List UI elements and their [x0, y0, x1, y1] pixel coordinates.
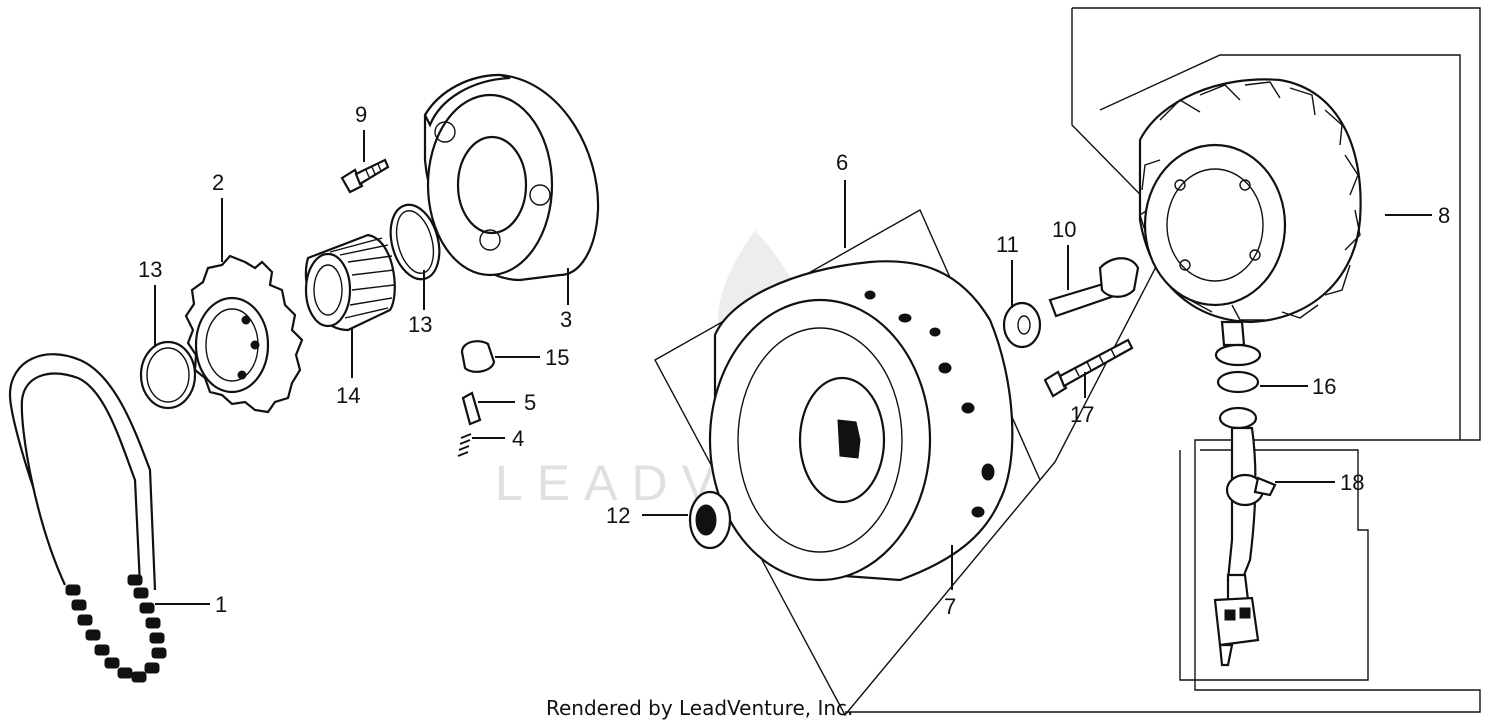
stator-recess-outline	[1099, 54, 1461, 440]
callout-6: 6	[836, 150, 848, 175]
callout-4: 4	[512, 426, 524, 451]
rotor-bolt	[1048, 257, 1140, 318]
callout-3: 3	[560, 307, 572, 332]
callout-7: 7	[944, 594, 956, 619]
callout-14: 14	[336, 383, 360, 408]
wire-clamp	[1225, 473, 1277, 507]
stator-bolt	[1043, 338, 1134, 398]
roller-cap	[460, 340, 496, 373]
starter-clutch	[423, 73, 600, 282]
callout-13-left: 13	[138, 257, 162, 282]
stator-assembly-outline	[845, 7, 1481, 713]
sprocket	[184, 254, 304, 414]
callout-10: 10	[1052, 217, 1076, 242]
cam-chain	[8, 353, 167, 683]
spring	[457, 433, 472, 457]
callout-1: 1	[215, 592, 227, 617]
callout-16: 16	[1312, 374, 1336, 399]
lock-washer	[688, 490, 732, 550]
callout-5: 5	[524, 390, 536, 415]
roller	[461, 391, 482, 426]
bolt-9	[340, 158, 390, 194]
callout-18: 18	[1340, 470, 1364, 495]
callout-11: 11	[996, 232, 1019, 257]
wire-box-outline	[1179, 449, 1369, 681]
callout-13-right: 13	[408, 312, 432, 337]
leader-lines	[154, 130, 1432, 605]
circlip-left	[139, 340, 197, 410]
wire-grommet	[1214, 320, 1262, 582]
stator	[1138, 78, 1362, 324]
wire-connector	[1213, 573, 1260, 667]
callout-8: 8	[1438, 203, 1450, 228]
callout-9: 9	[355, 102, 367, 127]
callout-12: 12	[606, 503, 630, 528]
callout-17: 17	[1070, 402, 1094, 427]
callout-15: 15	[545, 345, 569, 370]
washer-11	[1002, 301, 1042, 349]
callout-2: 2	[212, 170, 224, 195]
callout-labels: 1 2 3 4 5 6 7 8 9 10 11 12 13 13 14 15 1…	[138, 102, 1450, 619]
needle-bearing	[304, 233, 396, 332]
credit-text: Rendered by LeadVenture, Inc.	[546, 696, 853, 720]
flywheel-rotor	[708, 260, 1014, 582]
